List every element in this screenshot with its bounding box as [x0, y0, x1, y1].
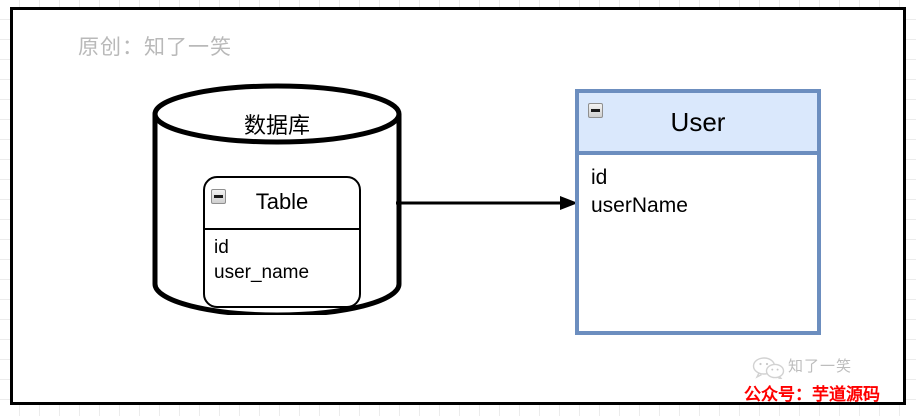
entity-user-title: User [670, 107, 726, 137]
entity-user-fields: id userName [579, 155, 817, 220]
entity-user[interactable]: User id userName [575, 89, 821, 335]
minus-icon[interactable] [588, 103, 603, 118]
entity-table-field: id [214, 237, 229, 258]
entity-user-field: userName [591, 194, 688, 217]
entity-table-header: Table [205, 178, 359, 230]
database-label: 数据库 [243, 113, 310, 138]
watermark-account-text: 公众号：芋道源码 [744, 385, 880, 404]
entity-table-fields: id user_name [205, 230, 359, 285]
entity-user-field: id [591, 166, 608, 189]
watermark-bottom: 知了一笑 公众号：芋道源码 [744, 355, 912, 413]
entity-table-title: Table [255, 189, 309, 214]
entity-table[interactable]: Table id user_name [203, 176, 361, 308]
watermark-top-text: 原创：知了一笑 [78, 36, 232, 59]
connector-arrow [396, 186, 580, 220]
minus-icon[interactable] [211, 189, 226, 204]
wechat-icon [752, 357, 785, 379]
entity-user-header: User [579, 93, 817, 155]
entity-table-field: user_name [214, 262, 310, 283]
watermark-brand-text: 知了一笑 [788, 358, 853, 375]
arrow-shape [396, 196, 578, 210]
